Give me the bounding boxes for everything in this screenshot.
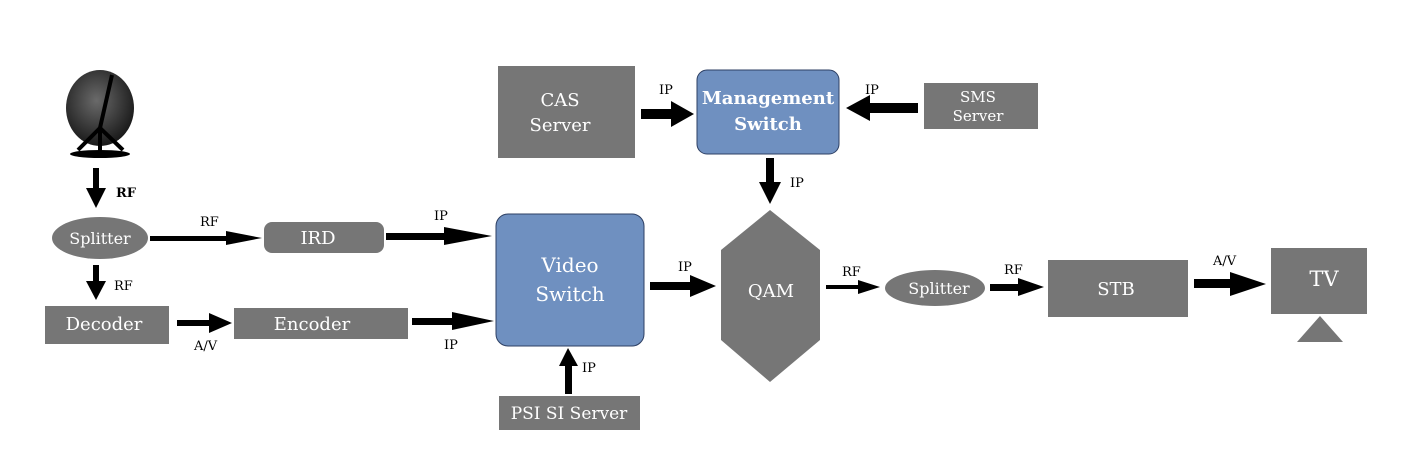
stb-box: STB — [1048, 260, 1188, 317]
arrow-management-to-qam — [759, 158, 781, 204]
label-management-to-qam: IP — [790, 176, 804, 191]
arrow-cas-to-management — [641, 101, 694, 127]
splitter-1-label: Splitter — [69, 229, 131, 248]
arrow-encoder-to-video-switch — [412, 312, 494, 330]
arrow-video-switch-to-qam — [650, 275, 716, 297]
arrow-psi-to-video-switch — [559, 348, 578, 394]
label-cas-to-management: IP — [659, 83, 673, 98]
qam-node: QAM — [721, 210, 820, 382]
management-switch-box: Management Switch — [696, 69, 840, 155]
psi-si-server-label: PSI SI Server — [511, 404, 628, 424]
label-splitter-to-ird: RF — [200, 215, 219, 230]
splitter-1: Splitter — [52, 217, 148, 259]
label-psi-to-video-switch: IP — [582, 361, 596, 376]
label-dish-to-splitter: RF — [116, 186, 137, 201]
label-sms-to-management: IP — [865, 83, 879, 98]
label-stb-to-tv: A/V — [1212, 254, 1237, 269]
qam-label: QAM — [748, 281, 794, 302]
label-encoder-to-video-switch: IP — [444, 338, 458, 353]
arrow-qam-to-splitter — [826, 280, 880, 294]
encoder-label: Encoder — [274, 314, 351, 335]
splitter-2-label: Splitter — [908, 279, 970, 298]
sms-server-label-line1: SMS — [960, 88, 996, 106]
tv-icon: TV — [1271, 248, 1367, 342]
sms-server-label-line2: Server — [953, 107, 1005, 125]
arrow-sms-to-management — [846, 95, 918, 121]
cas-server-box: CAS Server — [498, 66, 635, 158]
satellite-dish-icon — [66, 70, 134, 158]
label-splitter-to-decoder: RF — [114, 279, 133, 294]
arrow-splitter-to-decoder — [86, 265, 106, 300]
label-video-switch-to-qam: IP — [678, 260, 692, 275]
arrow-ird-to-video-switch — [386, 227, 492, 245]
management-switch-label-line2: Switch — [734, 114, 802, 135]
arrow-decoder-to-encoder — [177, 313, 232, 333]
arrow-stb-to-tv — [1194, 272, 1266, 296]
ird-box: IRD — [264, 222, 384, 253]
stb-label: STB — [1097, 279, 1135, 300]
sms-server-box: SMS Server — [924, 83, 1038, 129]
arrow-splitter-to-stb — [990, 278, 1044, 296]
management-switch-label-line1: Management — [702, 88, 835, 109]
label-qam-to-splitter: RF — [842, 265, 861, 280]
label-decoder-to-encoder: A/V — [193, 339, 218, 354]
ird-label: IRD — [300, 228, 335, 249]
video-switch-label-line1: Video — [540, 253, 598, 277]
cas-server-label-line2: Server — [529, 115, 590, 136]
psi-si-server-box: PSI SI Server — [499, 396, 640, 430]
decoder-box: Decoder — [45, 306, 169, 344]
video-switch-label-line2: Switch — [535, 282, 604, 306]
splitter-2: Splitter — [885, 270, 985, 306]
arrow-splitter-to-ird — [150, 231, 262, 245]
decoder-label: Decoder — [66, 314, 143, 335]
cas-server-label-line1: CAS — [540, 90, 579, 111]
video-switch-box: Video Switch — [495, 213, 645, 347]
encoder-box: Encoder — [234, 308, 408, 339]
label-splitter-to-stb: RF — [1004, 263, 1023, 278]
arrow-dish-to-splitter — [86, 168, 106, 208]
tv-label: TV — [1309, 267, 1339, 291]
label-ird-to-video-switch: IP — [434, 209, 448, 224]
